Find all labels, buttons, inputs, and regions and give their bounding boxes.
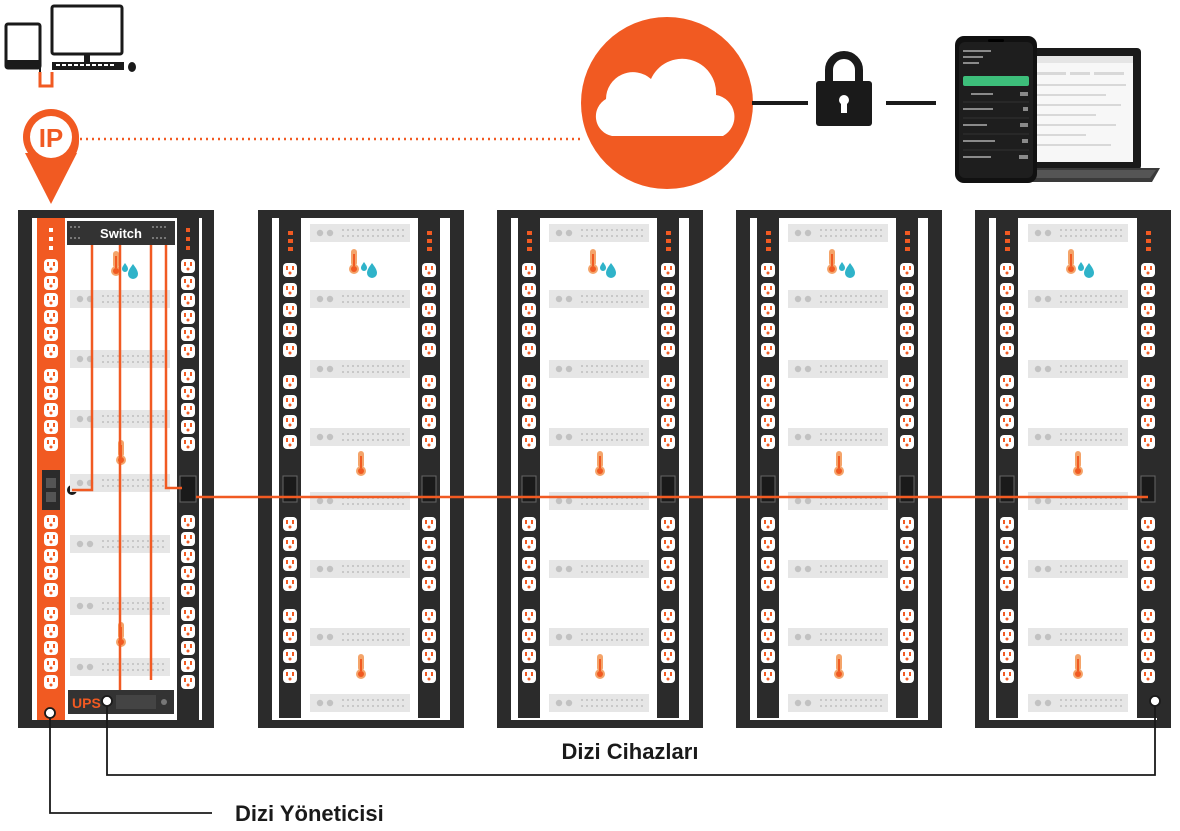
switch-label: Switch (100, 226, 142, 241)
rack-array-device-1 (258, 210, 464, 728)
array-connection-lines (44, 695, 1161, 814)
padlock-icon (816, 51, 872, 126)
rack-manager: Switch UPS (18, 210, 214, 728)
tablet-icon (4, 22, 42, 70)
controller-port (42, 470, 60, 510)
network-switch: Switch (67, 221, 175, 245)
array-manager-label: Dizi Yöneticisi (235, 801, 384, 826)
cloud-icon (581, 17, 753, 189)
client-devices (4, 4, 136, 88)
rack-array-device-2 (497, 210, 703, 728)
remote-monitoring-devices (955, 36, 1160, 183)
smartphone-icon (955, 36, 1037, 183)
desktop-computer-icon (50, 4, 136, 72)
rack-array-device-4 (975, 210, 1171, 728)
ups-label: UPS (72, 695, 101, 711)
ip-label: IP (39, 123, 64, 153)
ups-unit: UPS (68, 690, 174, 714)
array-devices-label: Dizi Cihazları (562, 739, 699, 764)
rack-array-device-3 (736, 210, 942, 728)
ip-location-pin: IP (23, 109, 79, 204)
